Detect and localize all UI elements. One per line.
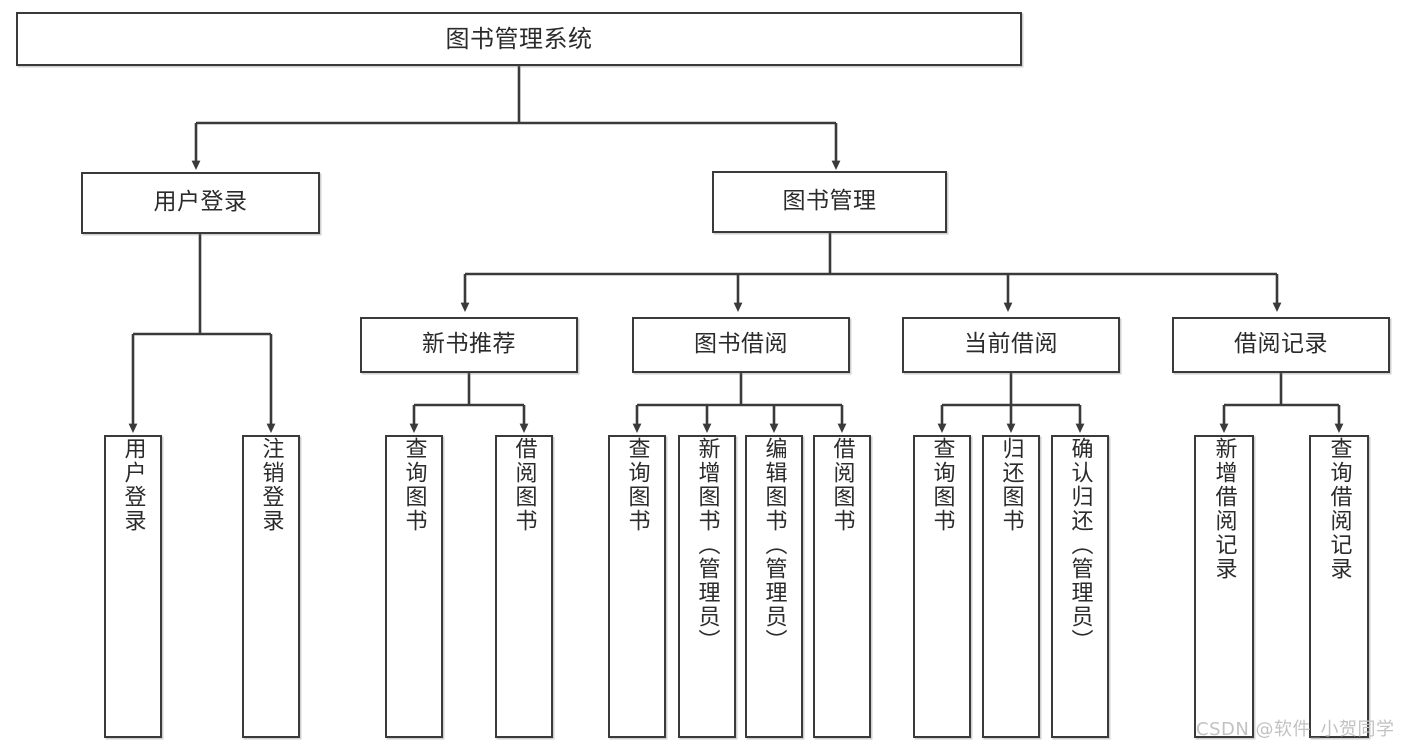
node-label: 查询借阅记录 — [1326, 437, 1352, 581]
node-current-borrow[interactable]: 当前借阅 — [902, 317, 1120, 373]
node-new-book-recommend[interactable]: 新书推荐 — [360, 317, 578, 373]
node-borrow-record[interactable]: 借阅记录 — [1172, 317, 1390, 373]
csdn-watermark: CSDN @软件_小贺同学 — [1196, 719, 1395, 740]
node-label: 当前借阅 — [964, 331, 1058, 358]
node-label: 图书管理 — [782, 188, 877, 215]
node-label: 新书推荐 — [422, 331, 516, 358]
node-label: 查询图书 — [929, 437, 955, 533]
node-label: 归还图书 — [998, 437, 1024, 533]
node-book-borrow[interactable]: 图书借阅 — [632, 317, 850, 373]
leaf-book-borrow-query-book[interactable]: 查询图书 — [608, 435, 666, 738]
leaf-new-book-query-book[interactable]: 查询图书 — [385, 435, 443, 738]
node-label: 用户登录 — [153, 189, 248, 216]
leaf-current-borrow-confirm-return-admin[interactable]: 确认归还（管理员） — [1051, 435, 1109, 738]
node-label: 借阅图书 — [829, 437, 855, 533]
leaf-user-login-login[interactable]: 用户登录 — [104, 435, 162, 738]
node-label: 新增图书（管理员） — [694, 437, 720, 653]
node-user-login[interactable]: 用户登录 — [81, 172, 320, 234]
node-label: 图书借阅 — [694, 331, 788, 358]
node-label: 编辑图书（管理员） — [761, 437, 787, 653]
node-label: 查询图书 — [401, 437, 427, 533]
leaf-book-borrow-borrow-book[interactable]: 借阅图书 — [813, 435, 871, 738]
node-label: 确认归还（管理员） — [1067, 437, 1093, 653]
leaf-book-borrow-edit-book-admin[interactable]: 编辑图书（管理员） — [745, 435, 803, 738]
leaf-new-book-borrow-book[interactable]: 借阅图书 — [495, 435, 553, 738]
node-label: 借阅图书 — [511, 437, 537, 533]
node-book-management[interactable]: 图书管理 — [712, 171, 947, 233]
leaf-current-borrow-return-book[interactable]: 归还图书 — [982, 435, 1040, 738]
node-label: 图书管理系统 — [445, 24, 593, 53]
leaf-user-login-logout[interactable]: 注销登录 — [242, 435, 300, 738]
node-label: 用户登录 — [120, 437, 146, 533]
leaf-current-borrow-query-book[interactable]: 查询图书 — [913, 435, 971, 738]
leaf-borrow-record-add-record[interactable]: 新增借阅记录 — [1194, 435, 1254, 738]
node-label: 查询图书 — [624, 437, 650, 533]
leaf-book-borrow-add-book-admin[interactable]: 新增图书（管理员） — [678, 435, 736, 738]
leaf-borrow-record-query-record[interactable]: 查询借阅记录 — [1309, 435, 1369, 738]
node-root-book-management-system[interactable]: 图书管理系统 — [16, 12, 1022, 66]
node-label: 借阅记录 — [1234, 331, 1328, 358]
node-label: 注销登录 — [258, 437, 284, 533]
node-label: 新增借阅记录 — [1211, 437, 1237, 581]
